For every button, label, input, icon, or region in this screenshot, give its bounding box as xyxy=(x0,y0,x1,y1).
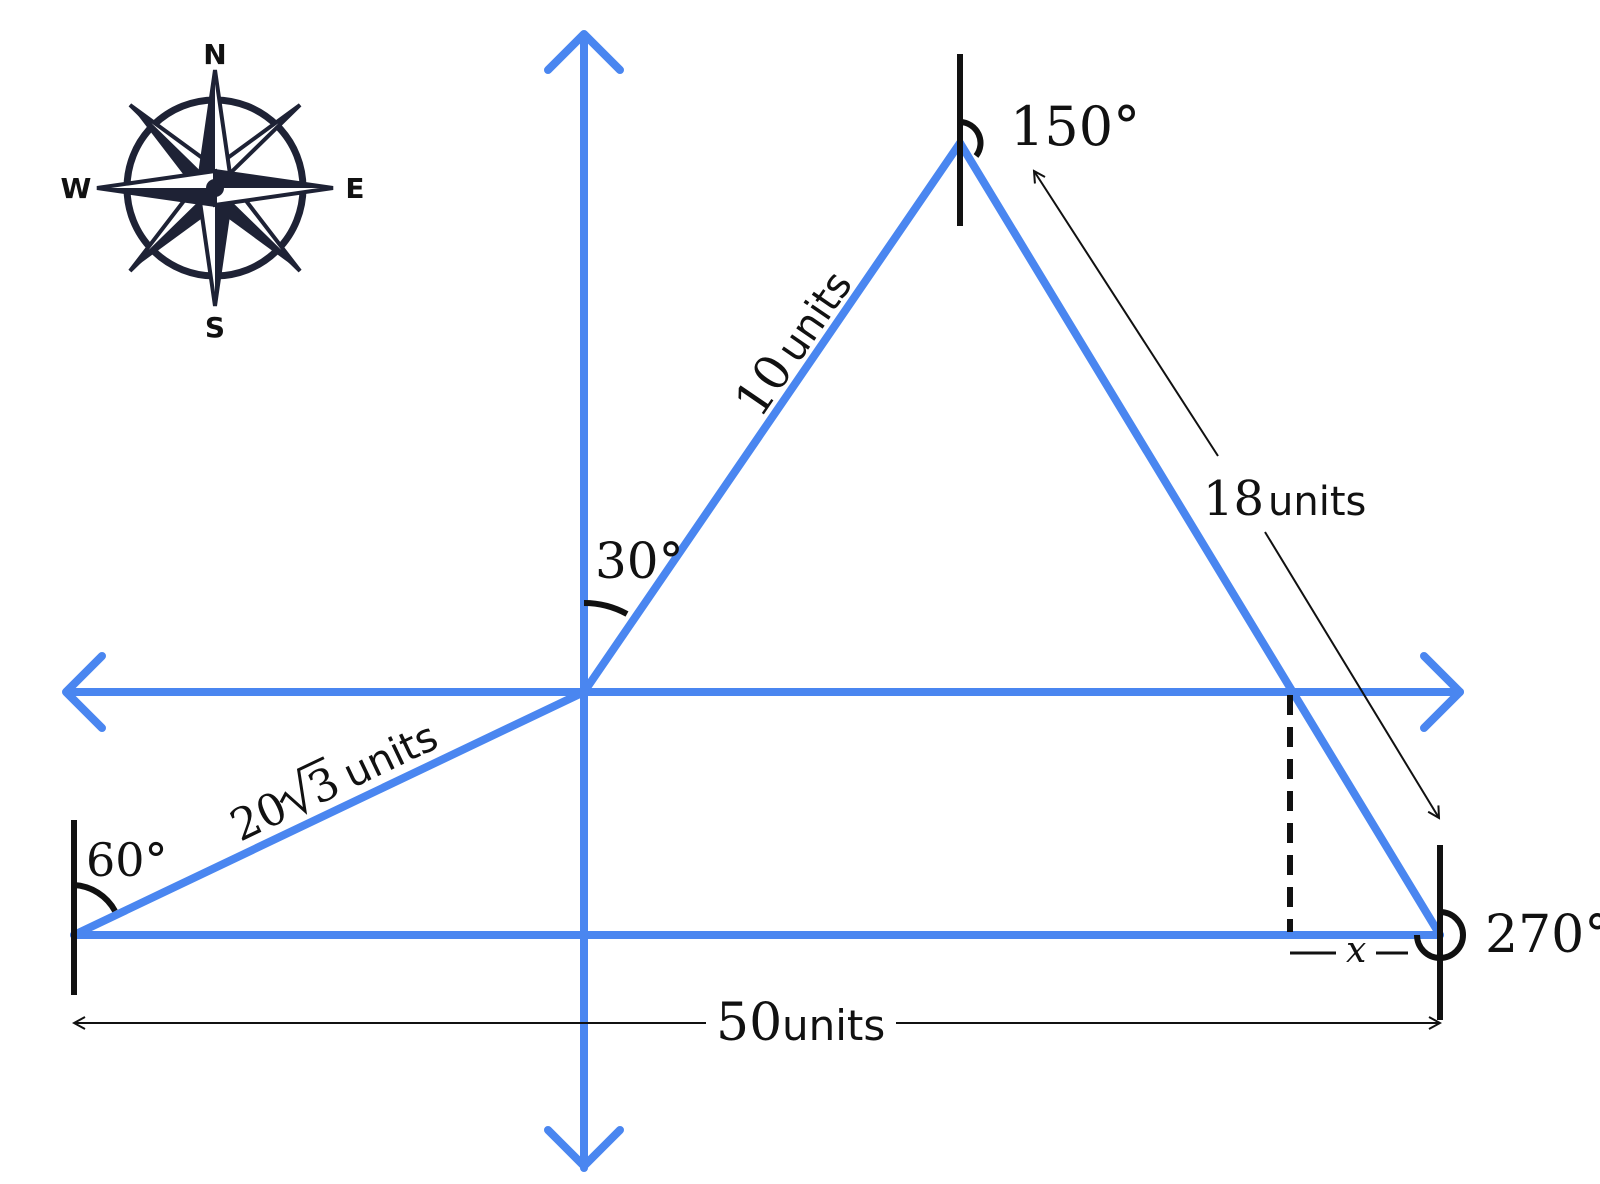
bearing-path xyxy=(70,139,1444,939)
compass-west-label: W xyxy=(61,172,92,205)
axis-arrow-up-icon xyxy=(544,30,624,74)
reference-lines xyxy=(71,54,1443,1020)
segment-18-number: 18 xyxy=(1203,471,1264,527)
segment-10-label: 10units xyxy=(724,259,864,427)
arc-60 xyxy=(73,882,118,913)
arc-150 xyxy=(959,119,984,158)
base-number: 50 xyxy=(716,993,782,1053)
arc-270 xyxy=(1414,909,1466,961)
angle-60-label: 60° xyxy=(86,833,168,887)
angle-150-label: 150° xyxy=(1010,95,1140,158)
axis-arrow-down-icon xyxy=(544,1126,624,1170)
compass-south-label: S xyxy=(205,311,225,344)
angle-30-label: 30° xyxy=(595,532,684,590)
segment-20-label: 20 3 units xyxy=(223,714,445,852)
angle-arcs xyxy=(73,119,1466,961)
compass-north-label: N xyxy=(203,38,226,71)
horizontal-axis xyxy=(62,652,1464,732)
segment-10-unit: units xyxy=(768,263,862,370)
segment-20-root-3-units xyxy=(70,688,588,939)
base-unit: units xyxy=(782,1001,885,1050)
segment-10-units xyxy=(580,139,964,696)
variable-x-label: x xyxy=(1346,930,1366,971)
compass-rose-icon xyxy=(96,69,334,307)
angle-270-label: 270° xyxy=(1485,905,1600,965)
arc-30 xyxy=(583,599,629,617)
segment-18-unit: units xyxy=(1268,479,1366,525)
segment-18-units xyxy=(956,139,1444,939)
segment-20-number: 20 xyxy=(223,782,296,852)
radical-sign-icon xyxy=(279,756,325,815)
dimension-arrow-18-upper xyxy=(1034,171,1219,457)
compass-east-label: E xyxy=(345,172,364,205)
axis-arrow-right-icon xyxy=(1420,652,1464,732)
axis-arrow-left-icon xyxy=(62,652,106,732)
dimension-arrow-18-lower xyxy=(1264,531,1439,818)
